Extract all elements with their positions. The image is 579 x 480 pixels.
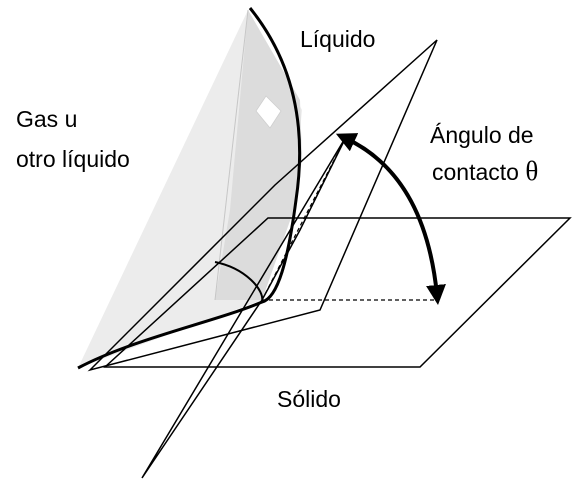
liquid-plane [87,39,438,372]
meniscus-curve [77,7,302,370]
angle-label-line1: Ángulo de [430,122,534,148]
contact-line-curve [214,261,264,303]
gas-region [78,9,302,368]
liquid-label: Líquido [300,26,376,52]
gas-sheet-shade [215,10,302,300]
gas-sheet-fold [214,9,249,301]
angle-label-prefix: contacto [432,159,519,185]
angle-label-line2: contacto θ [432,158,538,185]
dashed-line-inclined [261,134,348,301]
reflection-highlight [255,95,282,129]
gas-label-line1: Gas u [16,106,78,132]
contact-angle-arrow [335,133,446,305]
gas-label-line2: otro líquido [16,146,130,172]
solid-plane [103,217,572,368]
solid-label: Sólido [277,386,341,412]
theta-symbol: θ [525,156,539,186]
